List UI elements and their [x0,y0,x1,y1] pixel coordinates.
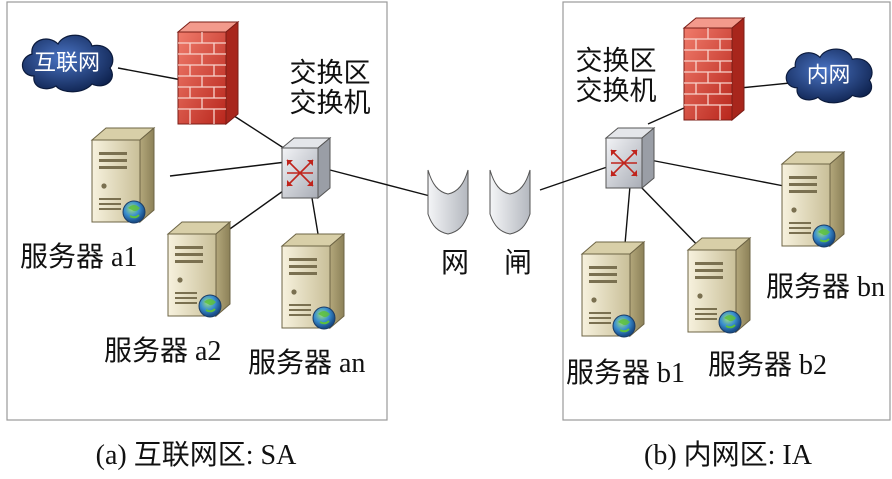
server-b1-label: 服务器 b1 [566,357,685,389]
internet-switch-label-line2: 交换机 [290,88,371,118]
gateway-label-char2: 闸 [504,247,532,279]
intranet-zone-links [539,81,801,255]
gateway-icon [427,169,531,235]
server-a1-icon [91,127,155,224]
intranet-switch-label-line2: 交换机 [576,76,657,106]
internet-firewall-icon [177,21,239,125]
server-a1-label: 服务器 a1 [20,241,137,273]
intranet-switch-icon [605,127,655,189]
server-a2-icon [167,221,231,318]
server-b2-label: 服务器 b2 [708,349,827,381]
server-an-label: 服务器 an [248,347,365,379]
intranet-cloud-label: 内网 [807,63,851,87]
internet-switch-label-line1: 交换区 [290,58,371,88]
server-an-icon [281,233,345,330]
internet-zone-frame [6,1,388,421]
server-b2-icon [687,237,751,334]
intranet-zone-caption: (b) 内网区: IA [644,439,813,471]
server-a2-label: 服务器 a2 [104,335,221,367]
intranet-firewall-icon [683,17,745,121]
intranet-cloud-icon: 内网 [785,48,873,104]
intranet-zone-frame [562,1,891,421]
internet-zone-links [117,67,431,237]
server-bn-icon [781,151,845,248]
gateway-label-char1: 网 [441,248,469,279]
internet-zone-caption: (a) 互联网区: SA [96,440,297,471]
intranet-switch-label-line1: 交换区 [576,46,657,76]
server-bn-label: 服务器 bn [766,271,885,303]
internet-cloud-label: 互联网 [34,50,100,75]
server-b1-icon [581,241,645,338]
internet-cloud-icon: 互联网 [21,34,114,93]
internet-switch-icon [281,137,331,199]
